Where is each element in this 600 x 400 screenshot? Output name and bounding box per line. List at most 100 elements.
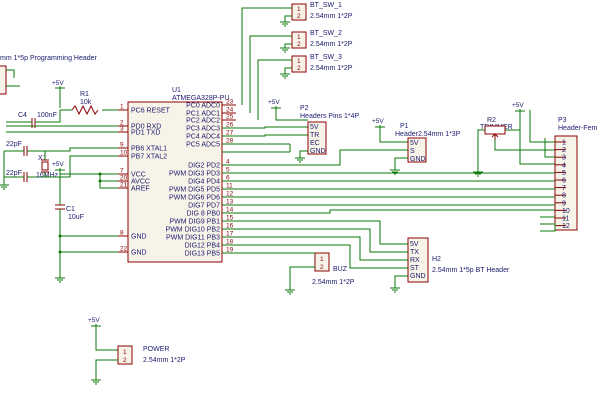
mcu-value: ATMEGA328P-PU bbox=[172, 95, 229, 102]
mcu-pin-number: 4 bbox=[226, 159, 230, 166]
p3-ref: P3 bbox=[558, 117, 567, 124]
mcu-pin-name: PB6 XTAL1 bbox=[131, 146, 167, 153]
h2-pin-label: RX bbox=[410, 257, 420, 264]
mcu-pin-name: PC1 ADC1 bbox=[186, 111, 220, 118]
mcu-pin-number: 23 bbox=[226, 99, 234, 106]
mcu-pin-name: DIG13 PB5 bbox=[185, 251, 221, 258]
mcu-pin-name: PC5 ADC5 bbox=[186, 142, 220, 149]
p2-ref: P2 bbox=[300, 105, 309, 112]
r1-ref: R1 bbox=[80, 91, 89, 98]
h2-value: 2.54mm 1*5p BT Header bbox=[432, 267, 510, 274]
c1-ref: C1 bbox=[66, 206, 75, 213]
mcu-pin-name: PB7 XTAL2 bbox=[131, 154, 167, 161]
bt-sw-2-ref: BT_SW_2 bbox=[310, 30, 342, 37]
mcu-pin-number: 5 bbox=[226, 167, 230, 174]
p1-pin-label: GND bbox=[410, 156, 426, 163]
mcu-pin-number: 27 bbox=[226, 130, 234, 137]
vcc-label-p1: +5V bbox=[372, 118, 384, 125]
mcu-pin-name: AREF bbox=[131, 186, 150, 193]
mcu-pin-name: PD0 RXD bbox=[131, 124, 161, 131]
c4-value: 100nF bbox=[37, 112, 57, 119]
mcu-pin-number: 12 bbox=[226, 191, 234, 198]
svg-text:1: 1 bbox=[320, 256, 324, 263]
p1-ref: P1 bbox=[400, 123, 409, 130]
mcu-ref: U1 bbox=[172, 87, 181, 94]
p3-pin-number: 9 bbox=[562, 200, 566, 207]
p1-pin-label: 5V bbox=[410, 140, 419, 147]
c4-ref: C4 bbox=[18, 112, 27, 119]
buz-ref: BUZ bbox=[333, 266, 348, 273]
x1-value: 16MHz bbox=[36, 172, 59, 179]
vcc-label-r1: +5V bbox=[52, 80, 64, 87]
mcu-pin-name: PC0 ADC0 bbox=[186, 103, 220, 110]
h2-pin-label: 5V bbox=[410, 241, 419, 248]
p3-pin-number: 4 bbox=[562, 162, 566, 169]
c22a-label: 22pF bbox=[6, 141, 22, 148]
h2-ref: H2 bbox=[432, 256, 441, 263]
mcu-pin-name: PWM DIG10 PB2 bbox=[166, 227, 221, 234]
mcu-pin-number: 2 bbox=[120, 120, 124, 127]
p3-pin-number: 3 bbox=[562, 155, 566, 162]
bt-sw-2-value: 2.54mm 1*2P bbox=[310, 41, 353, 48]
mcu-pin-number: 15 bbox=[226, 215, 234, 222]
h2-pin-label: GND bbox=[410, 273, 426, 280]
p3-pin-number: 1 bbox=[562, 140, 566, 147]
vcc-label-power: +5V bbox=[88, 317, 100, 324]
mcu-pin-name: GND bbox=[131, 234, 147, 241]
p3-value: Header-Fem bbox=[558, 125, 597, 132]
c1-value: 10uF bbox=[68, 214, 84, 221]
h2-pin-label: TX bbox=[410, 249, 419, 256]
mcu-pin-name: VCC bbox=[131, 172, 146, 179]
mcu-pin-name: PC6 RESET bbox=[131, 108, 171, 115]
mcu-body bbox=[127, 101, 223, 263]
p3-pin-number: 7 bbox=[562, 185, 566, 192]
svg-text:2: 2 bbox=[297, 41, 301, 48]
r2-ref: R2 bbox=[487, 117, 496, 124]
svg-text:2: 2 bbox=[297, 65, 301, 72]
button-header-2: 12 BT_SW_2 2.54mm 1*2P bbox=[291, 30, 353, 49]
svg-text:1: 1 bbox=[123, 349, 127, 356]
mcu-pin-number: 7 bbox=[120, 168, 124, 175]
svg-text:1: 1 bbox=[297, 34, 301, 41]
mcu-pin-number: 1 bbox=[120, 104, 124, 111]
mcu-pin-number: 20 bbox=[120, 175, 128, 182]
mcu-pin-number: 17 bbox=[226, 231, 234, 238]
mcu-pin-number: 3 bbox=[120, 126, 124, 133]
svg-text:2: 2 bbox=[297, 13, 301, 20]
mcu-pin-name: GND bbox=[131, 250, 147, 257]
mcu-pin-name: DIG2 PD2 bbox=[188, 163, 220, 170]
mcu-pin-name: DIG4 PD4 bbox=[188, 179, 220, 186]
p3-pin-number: 10 bbox=[562, 208, 570, 215]
p2-pin-label: 5V bbox=[310, 124, 319, 131]
mcu-pin-name: PC4 ADC4 bbox=[186, 134, 220, 141]
mcu-pin-number: 9 bbox=[120, 142, 124, 149]
mcu-pin-number: 28 bbox=[226, 138, 234, 145]
mcu-pin-number: 22 bbox=[120, 246, 128, 253]
button-header-3: 12 BT_SW_3 2.54mm 1*2P bbox=[291, 54, 353, 73]
p2-pin-label: GND bbox=[310, 148, 326, 155]
mcu-pin-name: PWM DIG9 PB1 bbox=[169, 219, 220, 226]
mcu-pin-number: 11 bbox=[226, 183, 233, 190]
p3-pin-number: 12 bbox=[562, 223, 570, 230]
mcu-pin-name: PWM DIG5 PD5 bbox=[169, 187, 220, 194]
mcu-pin-number: 26 bbox=[226, 122, 234, 129]
mcu-pin-number: 24 bbox=[226, 107, 234, 114]
svg-text:2: 2 bbox=[320, 264, 324, 271]
button-header-1: 12 BT_SW_1 2.54mm 1*2P bbox=[291, 2, 353, 21]
mcu-pin-name: AVCC bbox=[131, 179, 150, 186]
mcu-pin-number: 10 bbox=[120, 150, 128, 157]
mcu-pin-name: PC3 ADC3 bbox=[186, 126, 220, 133]
p2-value: Headers Pins 1*4P bbox=[300, 113, 359, 120]
c22b-label: 22pF bbox=[6, 170, 22, 177]
prog-header-label: mm 1*5p Programming Header bbox=[0, 55, 98, 62]
mcu-pin-name: PWM DIG3 PD3 bbox=[169, 171, 220, 178]
mcu-pin-number: 14 bbox=[226, 207, 234, 214]
mcu-pin-number: 13 bbox=[226, 199, 234, 206]
